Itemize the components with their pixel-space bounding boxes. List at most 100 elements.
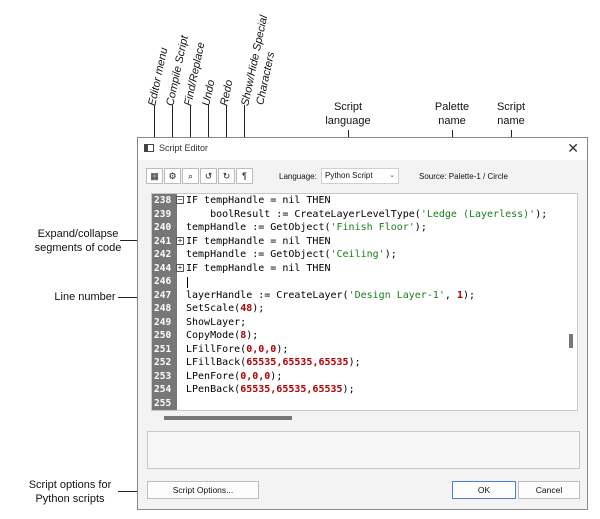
code-line[interactable]: 239 boolResult := CreateLayerLevelType('… <box>152 208 577 222</box>
string-literal: 'Design Layer-1' <box>348 289 445 301</box>
code-text: LPenBack(65535,65535,65535); <box>186 384 355 395</box>
leader-redo <box>226 105 227 165</box>
line-number: 253 <box>154 370 172 382</box>
magnifier-icon: ⌕ <box>187 171 194 181</box>
line-number: 241 <box>154 235 172 247</box>
find-replace-button[interactable]: ⌕ <box>182 168 199 184</box>
undo-button[interactable]: ↺ <box>200 168 217 184</box>
line-number: 251 <box>154 343 172 355</box>
callout-redo: Redo <box>218 78 236 107</box>
output-pane <box>147 431 580 469</box>
editor-menu-button[interactable]: ▦ <box>146 168 163 184</box>
pilcrow-icon: ¶ <box>242 171 247 181</box>
ok-button[interactable]: OK <box>452 481 516 499</box>
leader-script-options <box>118 491 148 492</box>
callout-line-number: Line number <box>54 291 116 303</box>
code-text: IF tempHandle = nil THEN <box>186 195 331 206</box>
number-literal: 65535,65535,65535 <box>240 384 343 395</box>
code-line[interactable]: 246 <box>152 275 577 289</box>
code-text: tempHandle := GetObject('Finish Floor'); <box>186 222 427 233</box>
code-line[interactable]: 249 ShowLayer; <box>152 316 577 330</box>
language-select[interactable]: Python Script ⌄ <box>321 168 399 184</box>
code-text: CopyMode(8); <box>186 330 259 341</box>
number-literal: 48 <box>240 303 253 314</box>
script-editor-dialog: Script Editor ✕ ▦ ⚙ ⌕ ↺ ↻ ¶ Language: Py… <box>137 137 588 510</box>
code-line[interactable]: 240 tempHandle := GetObject('Finish Floor… <box>152 221 577 235</box>
leader-special-chars <box>244 105 245 165</box>
code-text: boolResult := CreateLayerLevelType('Ledg… <box>186 208 548 220</box>
code-line[interactable]: 250 CopyMode(8); <box>152 329 577 343</box>
collapse-icon[interactable]: − <box>176 195 184 204</box>
number-literal: 65535,65535,65535 <box>246 357 349 368</box>
horizontal-scrollbar-thumb[interactable] <box>164 416 292 420</box>
string-literal: 'Ceiling' <box>330 249 385 260</box>
code-line[interactable]: 252 LFillBack(65535,65535,65535); <box>152 356 577 370</box>
callout-undo: Undo <box>200 78 218 107</box>
close-icon[interactable]: ✕ <box>567 140 579 156</box>
callout-script-name: Script name <box>496 101 526 127</box>
source-label: Source: Palette-1 / Circle <box>419 172 508 181</box>
gear-icon: ⚙ <box>168 171 177 181</box>
string-literal: 'Ledge (Layerless)' <box>420 208 536 220</box>
callout-script-language: Script language <box>325 101 371 127</box>
number-literal: 0,0,0 <box>240 370 271 382</box>
dialog-title: Script Editor <box>159 143 209 153</box>
code-text: ShowLayer; <box>186 316 247 328</box>
code-line[interactable]: 244 +IF tempHandle = nil THEN <box>152 262 577 276</box>
leader-compile <box>172 105 173 165</box>
number-literal: 1 <box>456 289 463 301</box>
number-literal: 0,0,0 <box>246 343 277 355</box>
line-number: 252 <box>154 357 172 368</box>
language-label: Language: <box>279 172 317 181</box>
cancel-button[interactable]: Cancel <box>518 481 580 499</box>
code-text: LFillFore(0,0,0); <box>186 343 289 355</box>
line-number: 255 <box>154 397 172 409</box>
script-options-button[interactable]: Script Options... <box>147 481 259 499</box>
code-line[interactable]: 255 <box>152 397 577 411</box>
script-menu-icon: ▦ <box>150 171 159 181</box>
callout-expand-collapse: Expand/collapse segments of code <box>34 228 122 254</box>
compile-script-button[interactable]: ⚙ <box>164 168 181 184</box>
title-bar: Script Editor ✕ <box>138 138 587 160</box>
code-text: LFillBack(65535,65535,65535); <box>186 357 361 368</box>
line-number-gutter <box>152 194 177 410</box>
chevron-down-icon: ⌄ <box>389 172 395 179</box>
code-line[interactable]: 254 LPenBack(65535,65535,65535); <box>152 383 577 397</box>
callout-script-options: Script options for Python scripts <box>28 479 112 505</box>
line-number: 242 <box>154 249 172 260</box>
undo-icon: ↺ <box>204 171 213 181</box>
code-line[interactable]: 248 SetScale(48); <box>152 302 577 316</box>
leader-undo <box>208 105 209 165</box>
number-literal: 8 <box>240 330 247 341</box>
show-special-chars-button[interactable]: ¶ <box>236 168 253 184</box>
code-text: IF tempHandle = nil THEN <box>186 262 331 274</box>
line-number: 240 <box>154 222 172 233</box>
code-text: tempHandle := GetObject('Ceiling'); <box>186 249 397 260</box>
leader-find <box>190 105 191 165</box>
line-number: 249 <box>154 316 172 328</box>
line-number: 254 <box>154 384 172 395</box>
redo-button[interactable]: ↻ <box>218 168 235 184</box>
vertical-scrollbar-thumb[interactable] <box>569 334 573 348</box>
code-line[interactable]: 251 LFillFore(0,0,0); <box>152 343 577 357</box>
expand-icon[interactable]: + <box>176 235 184 245</box>
line-number: 244 <box>154 262 172 274</box>
window-icon <box>144 144 154 152</box>
line-number: 248 <box>154 303 172 314</box>
code-line[interactable]: 242 tempHandle := GetObject('Ceiling'); <box>152 248 577 262</box>
redo-icon: ↻ <box>222 171 231 181</box>
string-literal: 'Finish Floor' <box>330 222 415 233</box>
line-number: 247 <box>154 289 172 301</box>
code-text: SetScale(48); <box>186 303 265 314</box>
line-number: 250 <box>154 330 172 341</box>
line-number: 238 <box>154 195 172 206</box>
line-number: 239 <box>154 208 172 220</box>
leader-editor-menu <box>154 105 155 165</box>
code-line[interactable]: 238−IF tempHandle = nil THEN <box>152 194 577 208</box>
expand-icon[interactable]: + <box>176 262 184 272</box>
code-line[interactable]: 241+IF tempHandle = nil THEN <box>152 235 577 249</box>
language-value: Python Script <box>325 171 373 180</box>
